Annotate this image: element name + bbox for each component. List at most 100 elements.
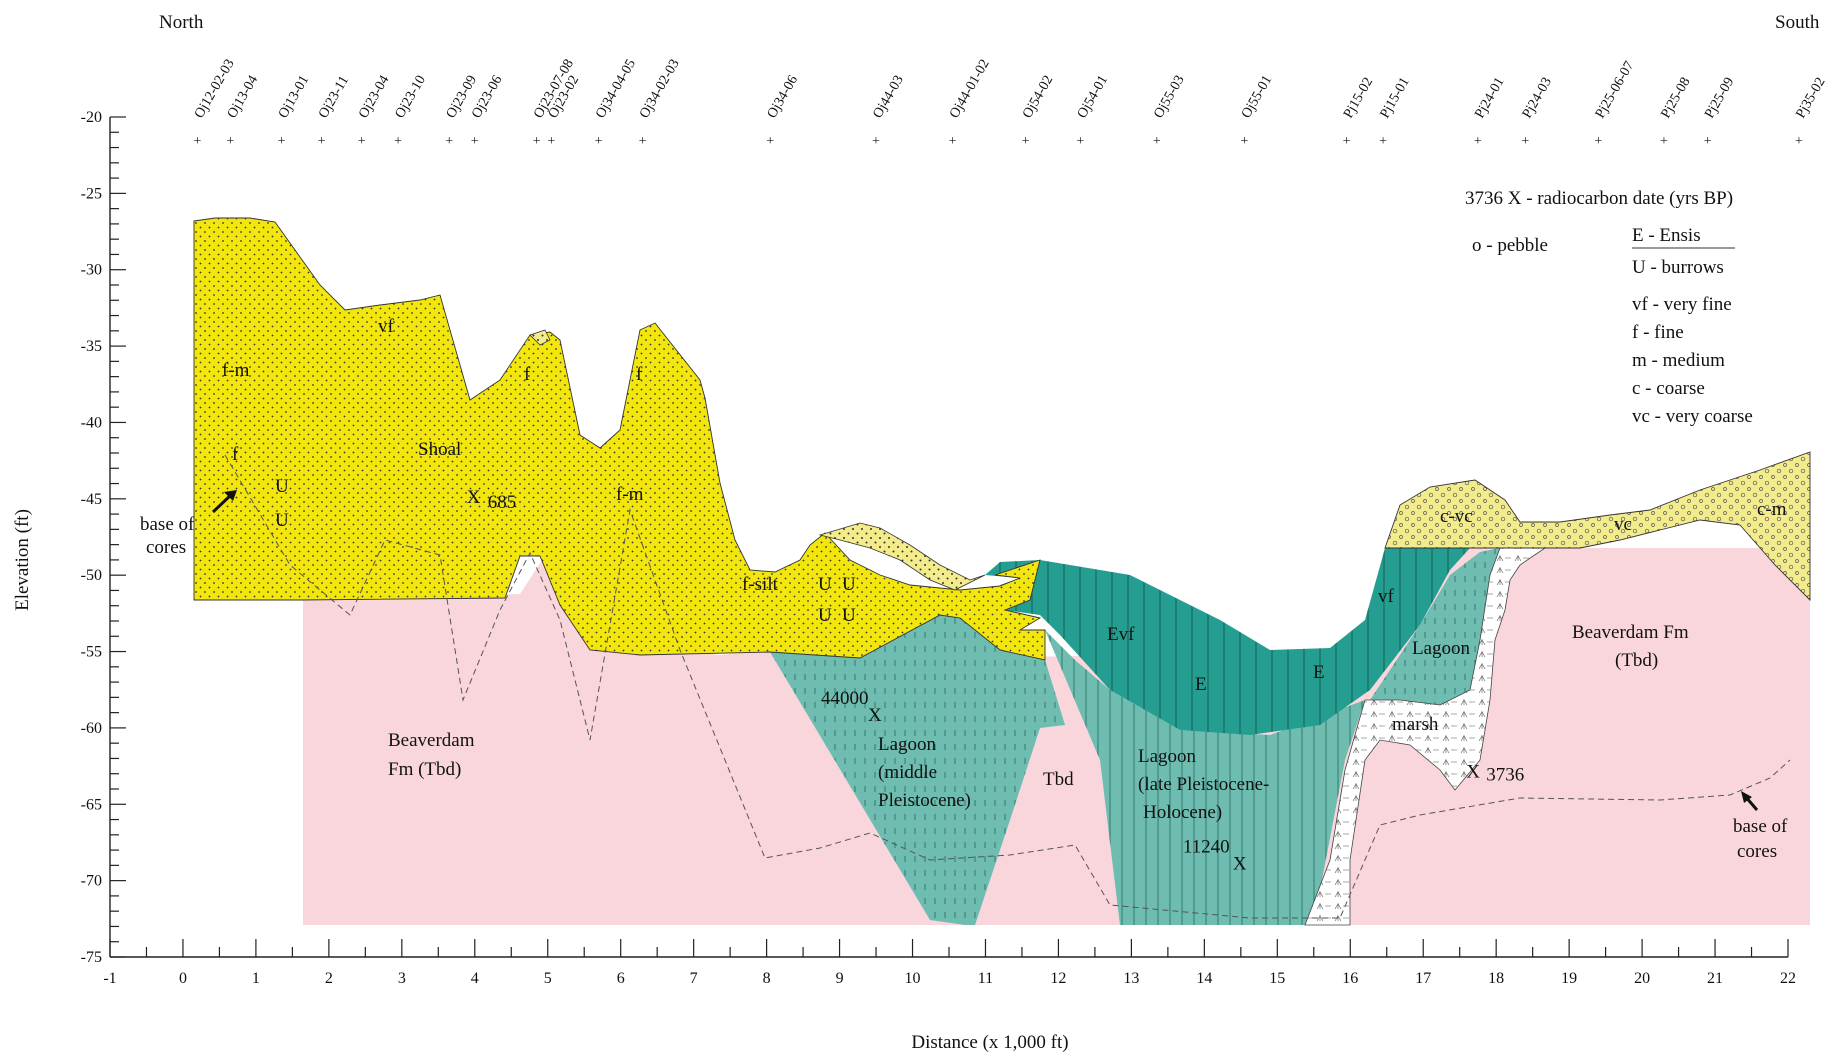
core-marker: + [358, 134, 366, 149]
lagoon-right [1365, 548, 1500, 710]
label-cvc: c-vc [1440, 506, 1473, 527]
x-tick-label: 20 [1634, 970, 1650, 987]
label-vf-1: vf [378, 316, 395, 337]
x-tick-label: -1 [103, 970, 116, 987]
legend-f: f - fine [1632, 322, 1684, 343]
core-label: Oj54-01 [1075, 73, 1111, 121]
label-shoal: Shoal [418, 439, 461, 460]
core-marker: + [872, 134, 880, 149]
label-evf: Evf [1107, 624, 1135, 645]
core-label: Oj23-10 [393, 73, 429, 121]
core-marker: + [547, 134, 555, 149]
label-lagoon-mid-2: (middle [878, 762, 937, 783]
core-label: Oj23-11 [316, 74, 352, 121]
y-tick-label: -35 [81, 338, 102, 355]
date-label: 685 [488, 492, 516, 513]
date-cross: X [1233, 853, 1247, 874]
core-label: Pj35-02 [1793, 75, 1828, 121]
core-label: Pj25-06-07 [1593, 59, 1637, 121]
core-marker: + [1022, 134, 1030, 149]
core-marker: + [1240, 134, 1248, 149]
x-tick-label: 0 [179, 970, 187, 987]
core-marker: + [1704, 134, 1712, 149]
north-label: North [159, 12, 204, 33]
y-tick-label: -45 [81, 491, 102, 508]
core-marker: + [445, 134, 453, 149]
x-tick-label: 19 [1561, 970, 1577, 987]
burrow-1: U [275, 476, 289, 497]
shoal-light-cap [529, 329, 551, 346]
core-marker: + [394, 134, 402, 149]
x-tick-label: 6 [617, 970, 625, 987]
burrow-6: U [842, 605, 856, 626]
label-beaverdam-left-2: Fm (Tbd) [388, 759, 461, 780]
core-marker: + [1343, 134, 1351, 149]
x-tick-label: 17 [1415, 970, 1431, 987]
legend-vc: vc - very coarse [1632, 406, 1753, 427]
label-fm-2: f-m [616, 484, 644, 505]
label-f-right: f [636, 364, 643, 385]
label-base-left-1: base of [140, 514, 195, 535]
label-base-right-2: cores [1737, 841, 1777, 862]
x-tick-label: 7 [690, 970, 698, 987]
y-tick-label: -70 [81, 873, 102, 890]
core-label: Pj24-03 [1520, 75, 1555, 121]
core-label: Pj24-01 [1472, 75, 1507, 121]
label-f-left: f [232, 444, 239, 465]
burrow-2: U [275, 510, 289, 531]
core-label: Pj25-09 [1702, 75, 1737, 121]
y-tick-label: -30 [81, 262, 102, 279]
legend-radiocarbon: 3736 X - radiocarbon date (yrs BP) [1465, 188, 1733, 209]
core-label: Pj25-08 [1658, 75, 1693, 121]
label-base-right-1: base of [1733, 816, 1788, 837]
core-marker: + [194, 134, 202, 149]
y-tick-label: -25 [81, 185, 102, 202]
core-marker: + [595, 134, 603, 149]
core-marker: + [639, 134, 647, 149]
core-marker: + [533, 134, 541, 149]
x-tick-label: 21 [1707, 970, 1723, 987]
geology-units [193, 217, 1811, 926]
core-labels: Oj12-02-03+Oj13-04+Oj13-01+Oj23-11+Oj23-… [192, 57, 1829, 149]
x-tick-label: 14 [1196, 970, 1212, 987]
label-tbd-mid: Tbd [1043, 769, 1074, 790]
legend-pebble: o - pebble [1472, 235, 1548, 256]
core-marker: + [1153, 134, 1161, 149]
x-tick-label: 18 [1488, 970, 1504, 987]
label-lagoon-late-1: Lagoon [1138, 746, 1197, 767]
core-marker: + [1076, 134, 1084, 149]
label-cm: c-m [1757, 499, 1787, 520]
arrow-base-left-head [224, 490, 237, 501]
tbd-inlier [975, 725, 1115, 925]
legend-vf: vf - very fine [1632, 294, 1732, 315]
lagoon-middle-pleistocene [770, 615, 1065, 925]
x-tick-label: 13 [1123, 970, 1139, 987]
core-marker: + [949, 134, 957, 149]
core-label: Oj23-04 [356, 73, 392, 121]
label-fsilt: f-silt [742, 574, 779, 595]
core-marker: + [1594, 134, 1602, 149]
label-vc: vc [1614, 514, 1632, 535]
core-label: Oj34-02-03 [637, 57, 683, 121]
x-axis-label: Distance (x 1,000 ft) [911, 1032, 1068, 1053]
label-f-mid: f [524, 364, 531, 385]
x-tick-label: 22 [1780, 970, 1796, 987]
core-marker: + [226, 134, 234, 149]
label-lagoon-late-3: Holocene) [1143, 802, 1222, 823]
burrow-5: U [818, 605, 832, 626]
y-tick-label: -60 [81, 720, 102, 737]
x-tick-label: 12 [1050, 970, 1066, 987]
y-tick-label: -75 [81, 949, 102, 966]
label-beaverdam-left-1: Beaverdam [388, 730, 475, 751]
x-tick-label: 16 [1342, 970, 1358, 987]
core-label: Oj44-03 [871, 73, 907, 121]
legend: 3736 X - radiocarbon date (yrs BP) o - p… [1465, 188, 1753, 427]
shoal-light-unit [818, 522, 986, 591]
date-label: 3736 [1486, 765, 1524, 786]
x-tick-label: 1 [252, 970, 260, 987]
label-e-1: E [1195, 674, 1207, 695]
y-axis-label: Elevation (ft) [12, 509, 33, 611]
ensis-unit [985, 548, 1470, 735]
